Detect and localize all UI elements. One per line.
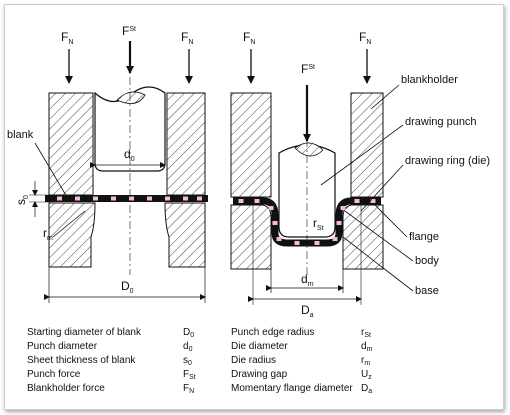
legend-description: Sheet thickness of blank [27,355,136,366]
base-label: base [415,285,439,297]
right-fst-label: FSt [301,62,315,76]
drawing-ring-label: drawing ring (die) [405,155,490,167]
legend-description: Die diameter [231,341,288,352]
blank-marker [75,196,80,201]
blankholder-label: blankholder [401,74,458,86]
right-fn-left-label: FN [243,30,255,46]
blank-marker [197,196,202,201]
blank-marker [111,196,116,201]
left-diagram [29,41,208,303]
left-fn-right-label: FN [181,30,193,46]
cup-markers [238,199,376,245]
right-blankholder-left [230,92,272,198]
right-die-right [342,204,384,270]
cup-marker [370,199,376,203]
blank-marker [129,196,134,201]
legend-description: Punch edge radius [231,327,314,338]
right-die-left [230,204,272,270]
legend-symbol: rSt [361,327,371,339]
legend-description: Die radius [231,355,276,366]
left-fn-left-label: FN [61,30,73,46]
rm-label: rm [43,226,53,242]
legend-description: Punch force [27,369,81,380]
cup-marker [238,199,244,203]
legend-description: Drawing gap [231,369,288,380]
legend-description: Starting diameter of blank [27,327,142,338]
legend-symbol: Da [361,383,372,395]
legend-description: Momentary flange diameter [231,383,353,394]
left-fst-label: FSt [122,24,136,38]
drawing-punch-label: drawing punch [405,116,477,128]
d0-label: d0 [124,147,135,163]
blank-marker [183,196,188,201]
dm-label: dm [301,272,314,288]
legend-symbol: d0 [183,341,193,353]
right-fn-right-label: FN [359,30,371,46]
cup-marker [276,237,282,241]
figure-frame: FN FSt FN blank d0 s0 rm D0 [4,4,504,410]
blank-marker [147,196,152,201]
right-blankholder-right [350,92,384,198]
blank-marker [93,196,98,201]
left-blank-markers [57,196,202,201]
legend-symbol: FSt [183,369,196,381]
cup-marker [336,221,342,225]
left-blank-plate [45,195,208,202]
left-die-right [164,202,206,268]
cup-marker [254,199,260,203]
blank-marker [57,196,62,201]
legend-symbol: D0 [183,327,194,339]
body-label: body [415,255,439,267]
right-diagram [230,49,414,305]
cup-marker [354,199,360,203]
deep-drawing-diagram: FN FSt FN blank d0 s0 rm D0 [7,24,490,395]
rst-label: rSt [313,216,324,232]
legend-symbol: rm [361,355,370,367]
left-die-left [48,202,96,268]
cup-marker [294,241,300,245]
legend-symbol: FN [183,383,194,395]
s0-label: s0 [14,195,30,205]
legend-description: Punch diameter [27,341,98,352]
blank-label: blank [7,129,34,141]
Da-label: Da [301,303,314,319]
left-blankholder-left [48,92,94,196]
cup-marker [332,237,338,241]
cup-marker [314,241,320,245]
flange-label: flange [409,231,439,243]
cup-marker [272,221,278,225]
legend-symbol: Uz [361,369,372,381]
blank-marker [165,196,170,201]
D0-label: D0 [121,279,134,295]
legend-symbol: s0 [183,355,192,367]
legend-symbol: dm [361,341,373,353]
legend-description: Blankholder force [27,383,105,394]
cup-marker [268,206,274,210]
cup-marker [340,206,346,210]
left-blankholder-right [166,92,206,196]
